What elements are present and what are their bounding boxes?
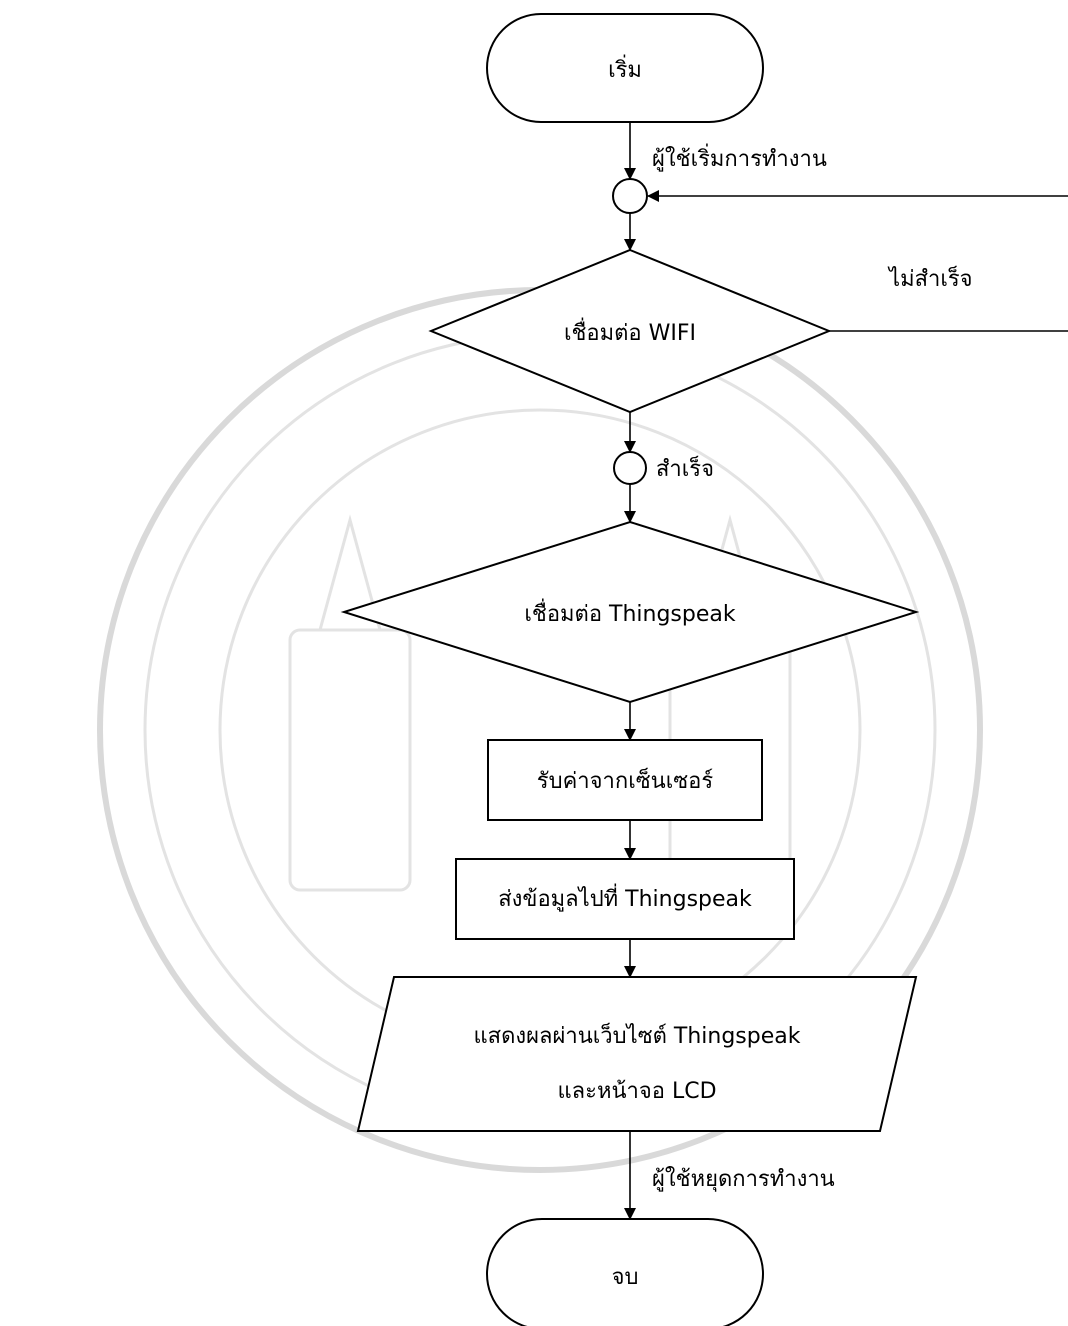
edge-label-success: สำเร็จ xyxy=(656,454,714,482)
end-terminator: จบ xyxy=(486,1218,764,1326)
wifi-decision-label: เชื่อมต่อ WIFI xyxy=(564,317,696,346)
thingspeak-decision-diamond: เชื่อมต่อ Thingspeak xyxy=(340,520,920,704)
display-output-parallelogram: แสดงผลผ่านเว็บไซต์ Thingspeak และหน้าจอ … xyxy=(356,976,918,1132)
send-data-label: ส่งข้อมูลไปที่ Thingspeak xyxy=(498,883,752,912)
edge-label-user-stop: ผู้ใช้หยุดการทำงาน xyxy=(652,1166,835,1192)
connector-circle-top xyxy=(612,178,648,214)
edge-label-user-start: ผู้ใช้เริ่มการทำงาน xyxy=(652,143,827,172)
read-sensor-process: รับค่าจากเซ็นเซอร์ xyxy=(487,739,763,821)
output-label-line2: และหน้าจอ LCD xyxy=(557,1079,716,1104)
connector-circle-success xyxy=(613,451,647,485)
start-terminator: เริ่ม xyxy=(486,13,764,123)
read-sensor-label: รับค่าจากเซ็นเซอร์ xyxy=(537,766,714,794)
send-data-process: ส่งข้อมูลไปที่ Thingspeak xyxy=(455,858,795,940)
output-label-line1: แสดงผลผ่านเว็บไซต์ Thingspeak xyxy=(474,1021,801,1049)
edge-label-fail: ไม่สำเร็จ xyxy=(887,264,973,292)
end-label: จบ xyxy=(612,1265,639,1290)
thingspeak-decision-label: เชื่อมต่อ Thingspeak xyxy=(524,598,736,627)
start-label: เริ่ม xyxy=(608,54,642,83)
wifi-decision-diamond: เชื่อมต่อ WIFI xyxy=(428,248,832,414)
